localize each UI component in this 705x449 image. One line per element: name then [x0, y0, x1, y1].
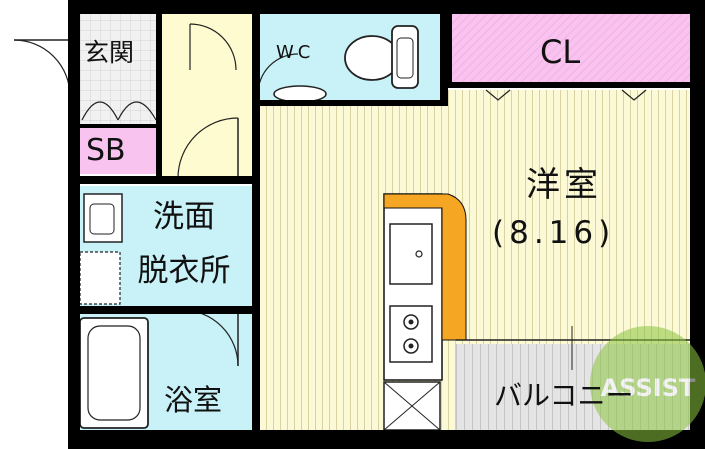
watermark-text: ASSIST	[601, 374, 696, 402]
entry-door-swing	[13, 39, 71, 97]
watermark-circle	[590, 326, 705, 442]
bathtub-inner	[87, 325, 141, 421]
washroom-label-line1: 洗面	[153, 199, 215, 235]
wall-closet-divider	[448, 14, 452, 88]
stove-burner-2-center	[408, 343, 414, 349]
toilet-label: WC	[276, 42, 315, 63]
hallway-top-door-swing	[189, 23, 237, 71]
toilet-tank-inner	[396, 37, 414, 79]
western-room-label: 洋室	[526, 165, 602, 205]
wall-bath-top	[76, 306, 256, 314]
closet-floor	[448, 14, 690, 82]
kitchen-accent	[383, 193, 467, 341]
watermark: ASSIST	[590, 326, 705, 442]
wall-toilet-bottom	[258, 100, 448, 106]
hallway-floor	[160, 14, 258, 182]
shoe-box-area	[80, 128, 156, 174]
kitchen-sink	[389, 223, 433, 285]
closet-door-marks	[485, 89, 647, 101]
outer-wall-top	[68, 0, 705, 14]
wall-shoebox-top	[80, 124, 160, 128]
toilet-bowl	[344, 35, 400, 81]
closet-label: CL	[540, 33, 581, 71]
toilet-sink	[273, 85, 327, 103]
toilet-tank	[391, 25, 419, 89]
washroom-label-line2: 脱衣所	[137, 253, 231, 289]
entrance-shoebox-door	[81, 101, 157, 121]
stove-burner-1	[403, 314, 419, 330]
washroom-door-swing	[177, 117, 239, 179]
outer-wall-right	[690, 0, 705, 449]
wall-entrance-right	[156, 14, 162, 180]
stove-burner-2	[403, 338, 419, 354]
wall-closet-bottom	[448, 82, 690, 88]
bathroom-label: 浴室	[164, 383, 223, 417]
balcony-label: バルコニー	[494, 379, 634, 412]
entrance-floor	[80, 14, 160, 124]
outer-wall-bottom	[68, 430, 705, 449]
shoe-box-label: SB	[86, 133, 126, 168]
wash-basin-bowl	[89, 203, 115, 235]
wall-hall-right	[252, 14, 260, 430]
faucet	[415, 250, 423, 258]
outer-wall-left	[68, 0, 80, 449]
stove-burner-1-center	[408, 319, 414, 325]
wall-toilet-right	[440, 14, 448, 106]
fridge-cross-2	[383, 381, 441, 431]
washing-machine-space	[79, 251, 121, 305]
wall-washroom-top	[76, 176, 256, 184]
western-room-size: (8.16)	[492, 215, 616, 251]
entrance-label: 玄関	[84, 38, 135, 67]
